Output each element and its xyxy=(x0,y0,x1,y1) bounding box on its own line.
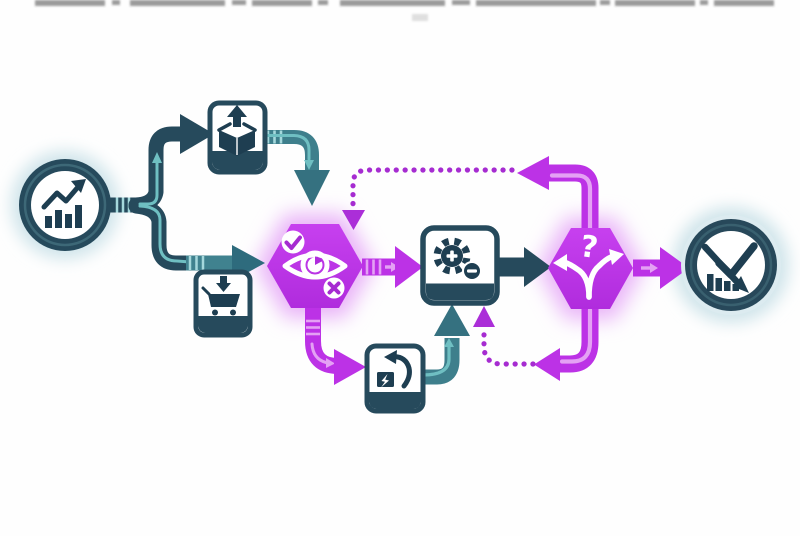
cropped-text-artifact xyxy=(35,0,774,21)
check-badge-icon xyxy=(281,230,305,254)
feedback-decision-to-processing xyxy=(473,306,599,381)
glow-layer xyxy=(11,151,789,323)
cart-down-arrow-icon xyxy=(201,276,240,316)
node-outbound-package xyxy=(207,100,268,175)
node-monitoring xyxy=(267,224,363,308)
eye-icon xyxy=(282,250,348,280)
edge-monitoring-to-processing xyxy=(362,246,423,288)
edge-split-to-package xyxy=(180,114,214,154)
edge-retry-to-processing xyxy=(421,304,470,385)
edge-processing-to-decision xyxy=(497,247,551,287)
node-metrics-source xyxy=(19,159,111,251)
edge-monitoring-to-retry xyxy=(305,306,366,385)
undo-lightning-icon xyxy=(377,350,412,389)
edge-decision-to-outcome xyxy=(633,247,689,289)
node-processing xyxy=(420,225,500,306)
edge-source-split xyxy=(104,126,206,271)
feedback-decision-to-monitoring xyxy=(342,156,599,231)
node-decision: ? xyxy=(548,228,633,309)
x-badge-icon xyxy=(323,277,345,299)
growth-chart-icon xyxy=(41,179,86,228)
declining-chart-check-icon xyxy=(701,242,758,293)
node-outcome xyxy=(681,215,781,315)
question-mark: ? xyxy=(578,229,600,266)
node-retry xyxy=(364,343,426,414)
box-up-arrow-icon xyxy=(217,105,257,156)
branch-arrows-icon xyxy=(553,249,624,300)
node-cart-intake xyxy=(193,269,253,338)
edge-package-to-monitoring xyxy=(263,130,330,206)
